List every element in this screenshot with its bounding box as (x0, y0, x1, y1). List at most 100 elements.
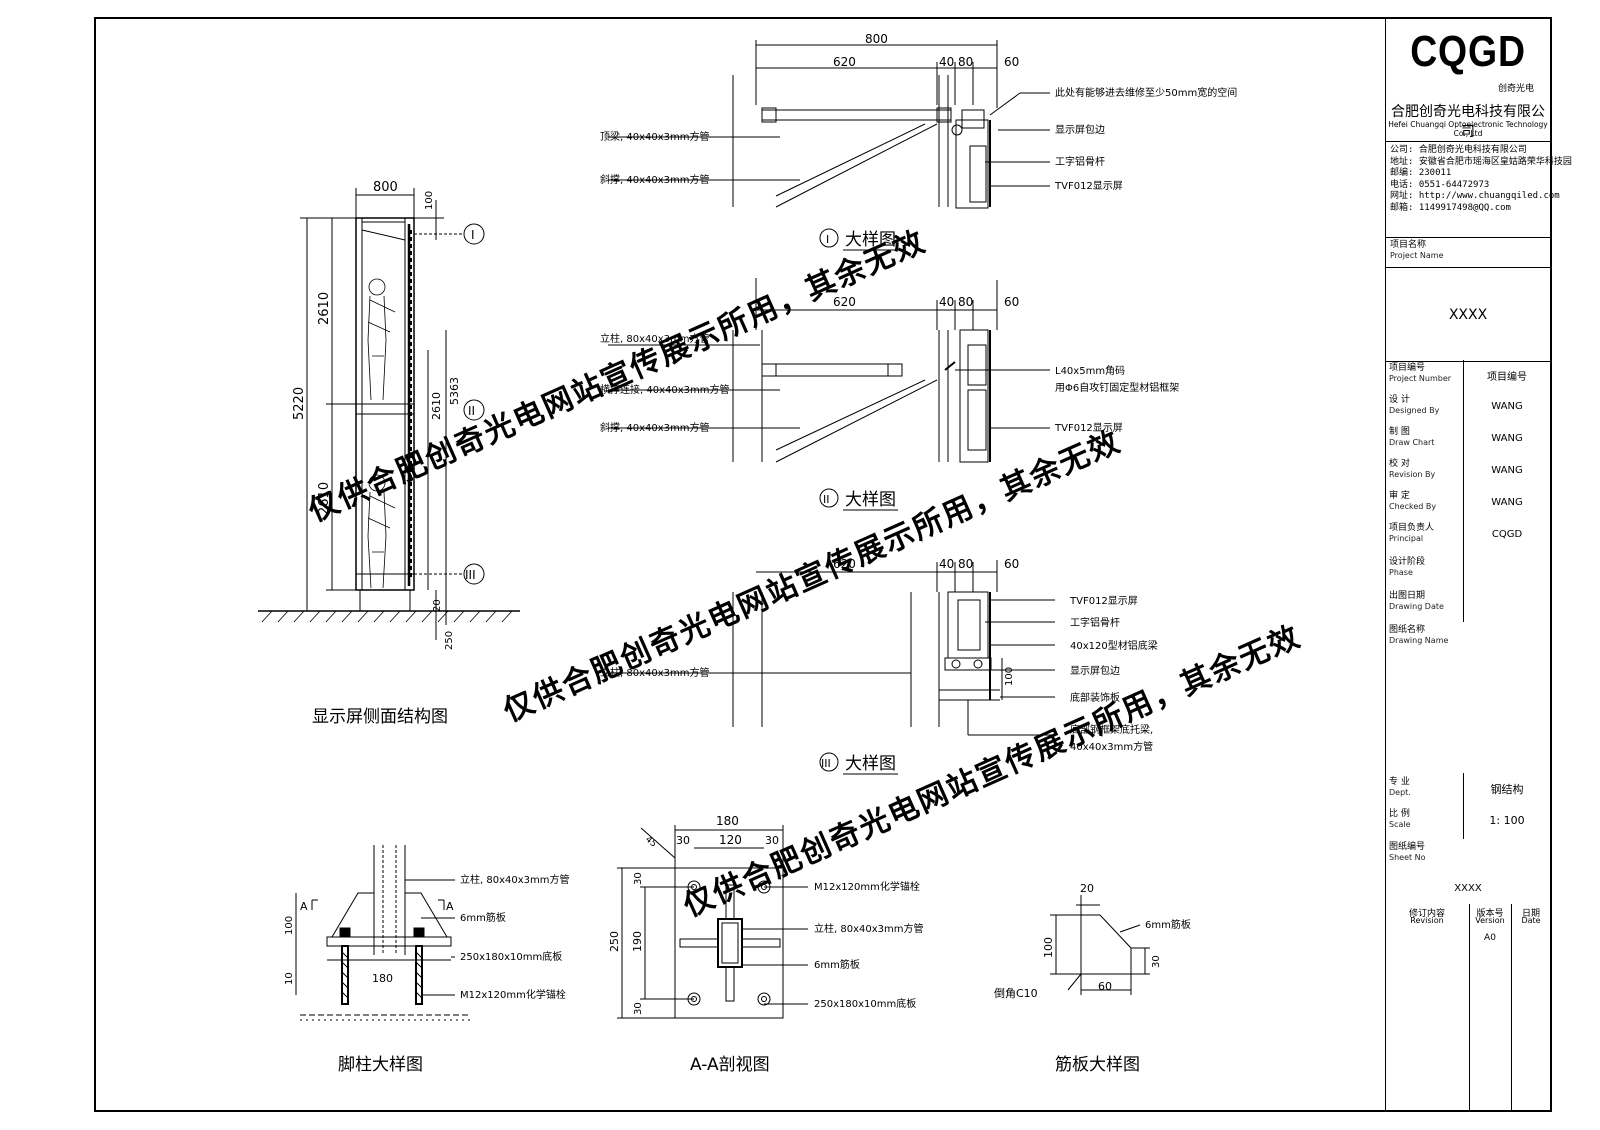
note-d1-left-2: 斜撑, 40x40x3mm方管 (600, 173, 710, 186)
detail3-title (819, 752, 898, 775)
note-d1-1: 此处有能够进去维修至少50mm宽的空间 (1055, 86, 1237, 99)
dim-side-lower: 2610 (317, 482, 332, 515)
note-sec-3: 6mm筋板 (814, 958, 860, 971)
marker-d2: II (823, 493, 830, 506)
dim-d1-total: 800 (865, 32, 888, 46)
project-name: XXXX (1448, 307, 1488, 323)
dim-d1-a: 620 (833, 55, 856, 69)
side-view (258, 188, 520, 640)
detail3-labels: 620 40 80 60 100 立柱, 80x40x3mm方管 TVF012显… (600, 557, 1158, 753)
note-foot-4: M12x120mm化学锚栓 (460, 988, 566, 1001)
detail1-labels: 800 620 40 80 60 顶梁, 40x40x3mm方管 斜撑, 40x… (600, 32, 1237, 192)
title-d2: 大样图 (845, 490, 896, 510)
foot-labels: A A 100 10 180 立柱, 80x40x3mm方管 6mm筋板 250… (284, 873, 570, 1075)
dim-sec-w: 180 (716, 814, 739, 828)
dim-sec-h-inner: 190 (631, 931, 644, 952)
dim-d3-a: 620 (833, 557, 856, 571)
dim-rib-top: 20 (1080, 882, 1094, 895)
note-d2-left-2: 横撑连接, 40x40x3mm方管 (600, 383, 730, 396)
note-d3-1: TVF012显示屏 (1069, 595, 1138, 607)
note-foot-3: 250x180x10mm底板 (460, 950, 562, 963)
dim-sec-w-inner: 120 (719, 833, 742, 847)
detail1-view (608, 40, 1050, 209)
info-line: 邮编: 230011 (1390, 168, 1452, 178)
dim-side-bottom-a: 20 (432, 599, 443, 612)
company-name-cn: 合肥创奇光电科技有限公司 (1391, 104, 1545, 140)
note-d1-left-1: 顶梁, 40x40x3mm方管 (600, 130, 710, 143)
dim-d1-d: 60 (1004, 55, 1019, 69)
note-d1-4: TVF012显示屏 (1054, 180, 1123, 192)
note-sec-2: 立柱, 80x40x3mm方管 (814, 922, 924, 935)
side-view-labels: 800 100 5220 2610 2610 2610 5363 20 250 … (292, 180, 476, 727)
dim-sec-edge-r: 30 (765, 834, 779, 847)
dim-d2-b: 40 (939, 295, 954, 309)
section-view (617, 825, 808, 1019)
dim-side-mid-right: 2610 (430, 392, 443, 420)
note-d3-2: 工字铝骨杆 (1070, 616, 1120, 629)
dim-side-mid-right2: 5363 (448, 377, 461, 405)
title-foot: 脚柱大样图 (338, 1055, 423, 1075)
marker-d1: I (826, 233, 829, 246)
note-d3-left-1: 立柱, 80x40x3mm方管 (600, 666, 710, 679)
company-name-en: Hefei Chuangqi Optoelectronic Technology… (1388, 120, 1548, 138)
dim-d2-a: 620 (833, 295, 856, 309)
dim-side-top: 800 (373, 180, 398, 195)
detail1-title (819, 228, 898, 251)
dim-d1-b: 40 (939, 55, 954, 69)
sheet-border (94, 17, 1552, 1112)
marker-d3: III (821, 757, 831, 770)
note-d3-7: 40x40x3mm方管 (1070, 740, 1153, 753)
sec-letter-left: A (300, 900, 308, 913)
note-d3-3: 40x120型材铝底梁 (1070, 639, 1158, 652)
note-d2-left-1: 立柱, 80x40x3mm方管 (600, 332, 710, 345)
dim-foot-t: 10 (284, 972, 295, 985)
note-d3-4: 显示屏包边 (1070, 664, 1120, 677)
title-side-view: 显示屏侧面结构图 (312, 707, 448, 727)
info-line: 邮箱: 1149917498@QQ.com (1390, 202, 1511, 213)
company-info: 公司: 合肥创奇光电科技有限公司 地址: 安徽省合肥市瑶海区皇姑路荣华科技园 邮… (1390, 145, 1572, 214)
detail2-labels: 620 40 80 60 立柱, 80x40x3mm方管 横撑连接, 40x40… (600, 295, 1179, 434)
note-d2-left-3: 斜撑, 40x40x3mm方管 (600, 421, 710, 434)
note-sec-1: M12x120mm化学锚栓 (814, 880, 920, 893)
dim-sec-h-edge-b: 30 (633, 1002, 644, 1015)
note-sec-4: 250x180x10mm底板 (814, 997, 916, 1010)
logo-subtitle: 创奇光电 (1497, 84, 1534, 94)
detail3-view (608, 560, 1055, 736)
info-line: 电话: 0551-64472973 (1390, 179, 1490, 190)
section-labels: 180 120 30 30 250 190 30 30 45 M12x120mm… (608, 814, 924, 1075)
dim-d1-c: 80 (958, 55, 973, 69)
dim-d3-c: 80 (958, 557, 973, 571)
title-d3: 大样图 (845, 754, 896, 774)
note-rib-1: 6mm筋板 (1145, 918, 1191, 931)
dim-rib-w: 60 (1098, 980, 1112, 993)
detail2-view (608, 278, 1050, 463)
project-name-label: 项目名称 (1390, 240, 1427, 250)
dim-side-bottom-b: 250 (444, 631, 455, 650)
info-line: 地址: 安徽省合肥市瑶海区皇姑路荣华科技园 (1390, 156, 1572, 167)
dim-d2-c: 80 (958, 295, 973, 309)
note-d2-1: L40x5mm角码 (1055, 365, 1125, 377)
note-d3-6: 底部钢框架底托梁, (1070, 723, 1153, 736)
dim-sec-h: 250 (608, 931, 621, 952)
info-line: 公司: 合肥创奇光电科技有限公司 (1390, 145, 1527, 155)
note-foot-2: 6mm筋板 (460, 911, 506, 924)
dim-sec-h-edge-t: 30 (633, 872, 644, 885)
dim-side-total: 5220 (292, 387, 307, 420)
dim-foot-w: 180 (372, 972, 393, 985)
dim-side-top-right: 100 (424, 191, 435, 210)
dim-rib-h: 100 (1042, 937, 1055, 958)
dim-sec-edge: 30 (676, 834, 690, 847)
title-block: CQGD 创奇光电 合肥创奇光电科技有限公司 Hefei Chuangqi Op… (1385, 18, 1572, 1111)
company-logo: CQGD (1410, 27, 1526, 76)
note-d1-2: 显示屏包边 (1055, 123, 1105, 136)
dim-rib-right: 30 (1151, 955, 1162, 968)
dim-side-upper: 2610 (317, 292, 332, 325)
project-name-label-en: Project Name (1390, 251, 1444, 260)
note-d1-3: 工字铝骨杆 (1055, 155, 1105, 168)
dim-foot-h: 100 (284, 916, 295, 935)
rib-labels: 20 100 60 30 6mm筋板 倒角C10 筋板大样图 (994, 882, 1191, 1075)
title-section: A-A剖视图 (690, 1055, 770, 1075)
title-rib: 筋板大样图 (1055, 1055, 1140, 1075)
note-d2-3: TVF012显示屏 (1054, 422, 1123, 434)
